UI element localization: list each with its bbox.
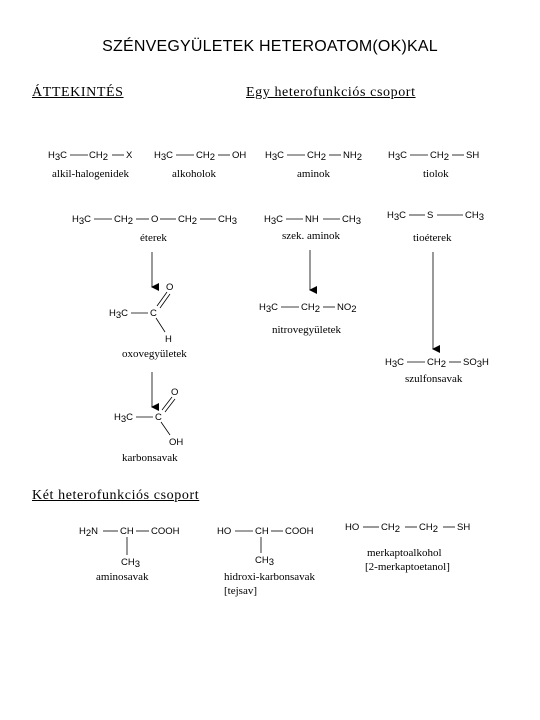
- svg-text:SH: SH: [466, 150, 479, 161]
- svg-text:HO: HO: [345, 522, 359, 533]
- svg-text:CH2: CH2: [419, 522, 438, 535]
- svg-text:CH3: CH3: [218, 214, 237, 227]
- label-ethers: éterek: [140, 232, 167, 244]
- label-thioethers: tioéterek: [413, 232, 452, 244]
- label-carboxylic: karbonsavak: [122, 452, 178, 464]
- svg-text:X: X: [126, 150, 133, 161]
- svg-text:O: O: [151, 214, 158, 225]
- svg-text:COOH: COOH: [151, 526, 180, 537]
- svg-text:H3C: H3C: [72, 214, 91, 227]
- structure-hydroxy-acid: HO CH COOH CH3 hidroxi-karbonsavak [tejs…: [217, 526, 316, 597]
- svg-text:H3C: H3C: [385, 357, 404, 370]
- label-hydroxy-acids: hidroxi-karbonsavak: [224, 571, 316, 583]
- label-secondary-amines: szek. aminok: [282, 230, 341, 242]
- heading-one-group: Egy heterofunkciós csoport: [246, 85, 416, 100]
- svg-text:H3C: H3C: [388, 150, 407, 163]
- label-mercaptoalcohol: merkaptoalkohol: [367, 547, 442, 559]
- svg-text:H: H: [165, 334, 172, 345]
- svg-text:CH2: CH2: [427, 357, 446, 370]
- svg-text:C: C: [150, 308, 157, 319]
- svg-text:CH2: CH2: [89, 150, 108, 163]
- svg-text:S: S: [427, 210, 433, 221]
- label-mercaptoethanol: [2-merkaptoetanol]: [365, 561, 450, 573]
- structure-mercaptoalcohol: HO CH2 CH2 SH merkaptoalkohol [2-merkapt…: [345, 522, 470, 573]
- structure-secondary-amine: H3C NH CH3 szek. aminok: [264, 214, 361, 242]
- label-lactic-acid: [tejsav]: [224, 585, 257, 597]
- svg-text:CH: CH: [255, 526, 269, 537]
- svg-text:CH3: CH3: [121, 557, 140, 570]
- svg-text:SO3H: SO3H: [463, 357, 489, 370]
- svg-text:C: C: [155, 412, 162, 423]
- svg-text:OH: OH: [169, 437, 183, 448]
- svg-text:HO: HO: [217, 526, 231, 537]
- structure-aldehyde: H3C C O H oxovegyületek: [109, 282, 187, 360]
- heading-overview: ÁTTEKINTÉS: [32, 85, 124, 100]
- label-amines: aminok: [297, 168, 330, 180]
- label-nitro: nitrovegyületek: [272, 324, 342, 336]
- svg-text:CH2: CH2: [381, 522, 400, 535]
- structure-ether: H3C CH2 O CH2 CH3 éterek: [72, 214, 237, 244]
- svg-text:H2N: H2N: [79, 526, 98, 539]
- svg-text:SH: SH: [457, 522, 470, 533]
- label-alcohols: alkoholok: [172, 168, 216, 180]
- svg-text:H3C: H3C: [387, 210, 406, 223]
- svg-text:CH2: CH2: [307, 150, 326, 163]
- svg-text:COOH: COOH: [285, 526, 314, 537]
- label-alkyl-halides: alkil-halogenidek: [52, 168, 129, 180]
- svg-text:NH: NH: [305, 214, 319, 225]
- structure-alcohol: H3C CH2 OH alkoholok: [154, 150, 246, 180]
- structure-thiol: H3C CH2 SH tiolok: [388, 150, 479, 180]
- svg-text:O: O: [166, 282, 173, 293]
- structure-amino-acid: H2N CH COOH CH3 aminosavak: [79, 526, 180, 583]
- svg-text:H3C: H3C: [264, 214, 283, 227]
- svg-text:CH3: CH3: [255, 555, 274, 568]
- label-thiols: tiolok: [423, 168, 449, 180]
- svg-text:H3C: H3C: [259, 302, 278, 315]
- svg-text:CH2: CH2: [178, 214, 197, 227]
- svg-text:CH3: CH3: [465, 210, 484, 223]
- svg-text:OH: OH: [232, 150, 246, 161]
- svg-text:CH2: CH2: [430, 150, 449, 163]
- structure-nitro: H3C CH2 NO2 nitrovegyületek: [259, 302, 357, 336]
- structure-thioether: H3C S CH3 tioéterek: [387, 210, 484, 244]
- svg-text:H3C: H3C: [48, 150, 67, 163]
- structure-alkyl-halide: H3C CH2 X alkil-halogenidek: [48, 150, 133, 180]
- svg-text:CH: CH: [120, 526, 134, 537]
- svg-text:CH2: CH2: [301, 302, 320, 315]
- structure-sulfonic-acid: H3C CH2 SO3H szulfonsavak: [385, 357, 489, 385]
- label-oxo: oxovegyületek: [122, 348, 187, 360]
- svg-text:NO2: NO2: [337, 302, 357, 315]
- svg-text:CH2: CH2: [196, 150, 215, 163]
- svg-text:H3C: H3C: [114, 412, 133, 425]
- svg-text:CH2: CH2: [114, 214, 133, 227]
- svg-text:CH3: CH3: [342, 214, 361, 227]
- heading-two-groups: Két heterofunkciós csoport: [32, 488, 200, 503]
- label-amino-acids: aminosavak: [96, 571, 149, 583]
- svg-text:H3C: H3C: [265, 150, 284, 163]
- structure-amine: H3C CH2 NH2 aminok: [265, 150, 362, 180]
- svg-text:H3C: H3C: [109, 308, 128, 321]
- svg-text:O: O: [171, 387, 178, 398]
- label-sulfonic: szulfonsavak: [405, 373, 463, 385]
- svg-text:H3C: H3C: [154, 150, 173, 163]
- svg-text:NH2: NH2: [343, 150, 362, 163]
- page-title: SZÉNVEGYÜLETEK HETEROATOM(OK)KAL: [102, 38, 438, 55]
- structure-carboxylic-acid: H3C C O OH karbonsavak: [114, 387, 183, 464]
